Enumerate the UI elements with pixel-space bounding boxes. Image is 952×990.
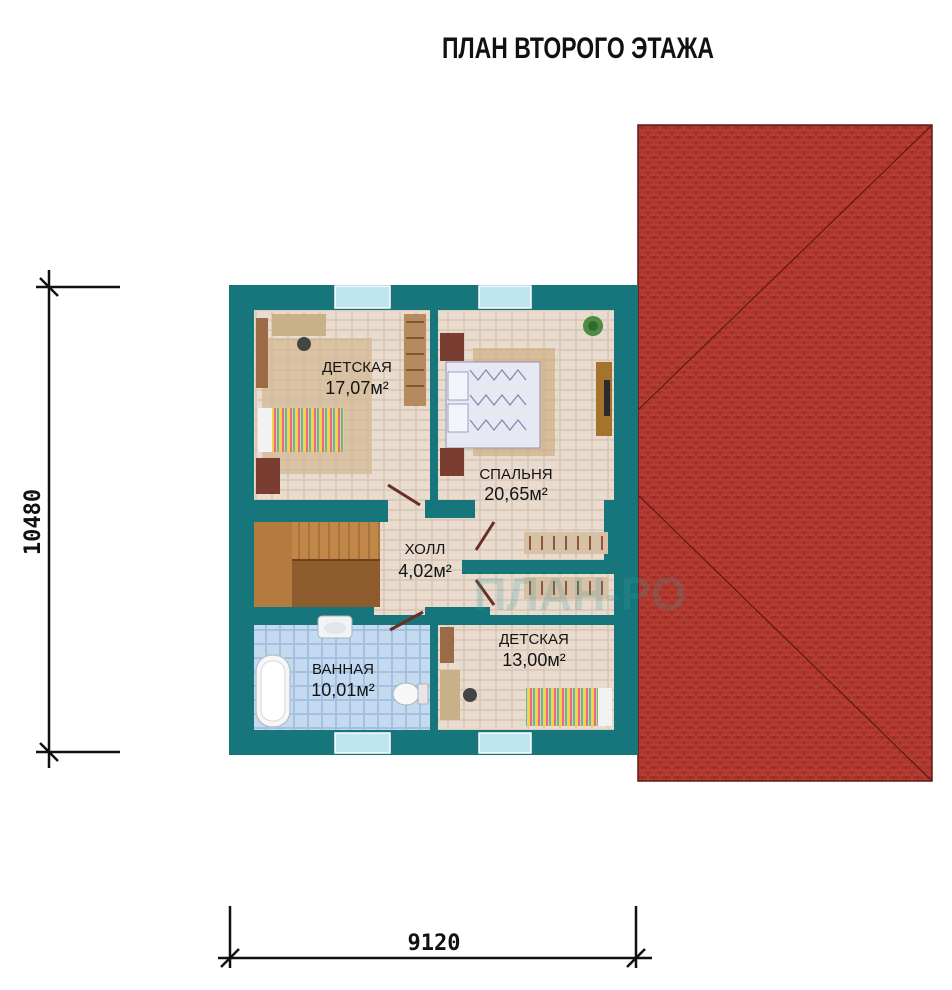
watermark: ПЛАН-РО <box>474 568 687 620</box>
width-dimension-label: 9120 <box>408 931 461 956</box>
staircase <box>254 522 380 607</box>
room-area-bedroom: 20,65м² <box>484 484 547 504</box>
room-area-hall: 4,02м² <box>398 561 451 581</box>
bedroom-furniture <box>440 316 612 554</box>
room-name-kids-1: ДЕТСКАЯ <box>322 359 392 376</box>
kids-room-1-furniture <box>256 314 426 494</box>
room-name-hall: ХОЛЛ <box>405 541 446 558</box>
room-area-kids-2: 13,00м² <box>502 650 565 670</box>
roof <box>637 124 933 782</box>
room-area-bathroom: 10,01м² <box>311 680 374 700</box>
doors <box>387 483 496 632</box>
room-name-bathroom: ВАННАЯ <box>312 661 374 678</box>
room-name-bedroom: СПАЛЬНЯ <box>479 466 552 483</box>
room-area-kids-1: 17,07м² <box>325 378 388 398</box>
windows <box>334 285 532 754</box>
width-dimension <box>218 906 652 968</box>
plan-title: ПЛАН ВТОРОГО ЭТАЖА <box>442 32 714 65</box>
room-labels: ДЕТСКАЯ 17,07м² СПАЛЬНЯ 20,65м² ХОЛЛ 4,0… <box>311 359 569 700</box>
height-dimension <box>36 270 120 768</box>
height-dimension-label: 10480 <box>21 489 46 555</box>
kids-room-2-furniture <box>440 577 612 726</box>
room-name-kids-2: ДЕТСКАЯ <box>499 631 569 648</box>
bathroom-fixtures <box>255 615 429 728</box>
